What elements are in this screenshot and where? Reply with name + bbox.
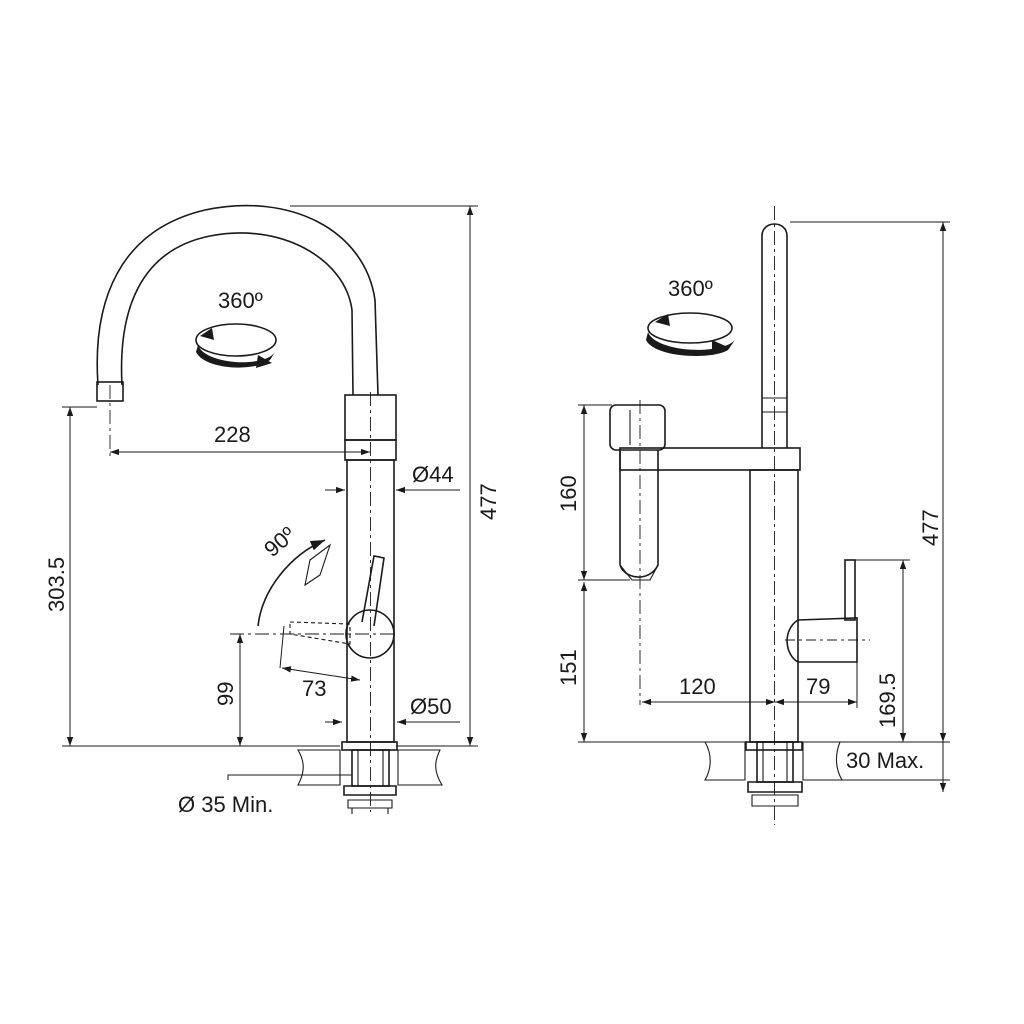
left-lever <box>230 539 395 659</box>
left-spout-diameter-label: Ø44 <box>412 462 454 487</box>
right-spout <box>761 206 788 825</box>
right-sink-section <box>704 741 843 807</box>
right-total-height-label: 477 <box>918 509 943 546</box>
right-lever-height-label: 169.5 <box>875 673 900 728</box>
right-dimensions <box>578 221 950 792</box>
right-head-length-label: 160 <box>556 475 581 512</box>
left-lever-length-label: 73 <box>302 676 326 701</box>
left-lever-height-label: 99 <box>213 682 238 706</box>
right-view: 360º 160 151 120 79 169.5 477 30 Max. <box>556 206 950 825</box>
right-rotation-label: 360º <box>668 276 713 301</box>
left-base-diameter-label: Ø50 <box>410 694 452 719</box>
left-total-height-label: 477 <box>476 483 501 520</box>
right-body <box>745 469 803 751</box>
left-view: 360º 228 Ø44 477 303.5 90º 73 99 Ø50 Ø 3… <box>44 204 501 817</box>
left-hole-diameter-label: Ø 35 Min. <box>178 792 273 817</box>
left-body <box>341 392 398 812</box>
left-spout-height-label: 303.5 <box>44 557 69 612</box>
right-spray-head <box>609 400 801 705</box>
left-rotation-icon <box>195 323 277 368</box>
left-sink-section <box>297 749 443 814</box>
right-lever <box>785 559 870 663</box>
left-dimensions <box>62 205 478 780</box>
left-lever-angle-label: 90º <box>259 522 300 562</box>
right-lever-offset-label: 79 <box>806 674 830 699</box>
right-rotation-icon <box>646 312 735 356</box>
left-spout <box>96 204 379 460</box>
left-rotation-label: 360º <box>218 288 263 313</box>
right-lower-height-label: 151 <box>556 649 581 686</box>
lever-rotation-arrow <box>304 543 332 587</box>
right-max-thickness-label: 30 Max. <box>846 748 924 773</box>
lever-angle-arc <box>257 539 326 627</box>
left-spout-reach-label: 228 <box>214 422 251 447</box>
right-head-offset-label: 120 <box>679 674 716 699</box>
